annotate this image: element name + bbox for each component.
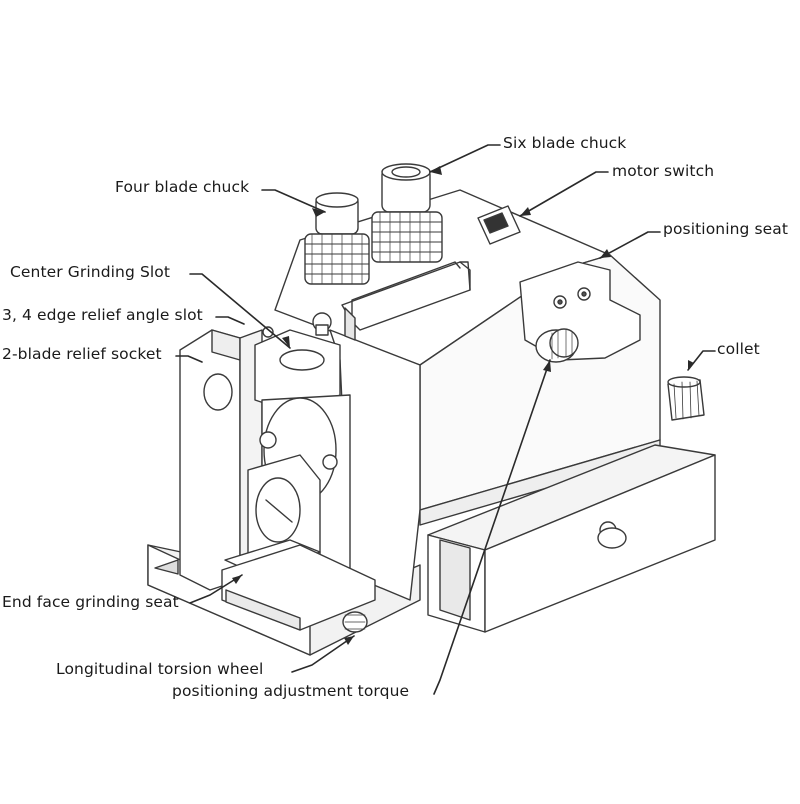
center-grinding-head — [254, 312, 341, 416]
label-six-blade-chuck: Six blade chuck — [503, 134, 627, 152]
drawer-shape — [427, 444, 716, 633]
leader-edge-relief-slot — [215, 316, 245, 325]
leader-positioning-torque — [433, 359, 551, 695]
label-positioning-seat: positioning seat — [663, 220, 789, 238]
label-four-blade-chuck: Four blade chuck — [115, 178, 250, 196]
motor-switch-shape — [477, 205, 521, 245]
four-blade-chuck-shape — [304, 192, 370, 285]
label-longitudinal-torsion-wheel: Longitudinal torsion wheel — [56, 660, 264, 678]
leader-arrowheads — [232, 166, 694, 645]
end-face-seat-shape — [221, 454, 376, 633]
leader-motor-switch — [519, 171, 609, 217]
positioning-seat-shape — [519, 261, 641, 363]
label-collet: collet — [717, 340, 760, 358]
leader-end-face-seat — [189, 574, 243, 604]
leader-two-blade-relief — [175, 355, 203, 363]
leader-six-blade-chuck — [429, 144, 501, 173]
leader-center-grinding-slot — [189, 273, 291, 349]
six-blade-chuck-shape — [371, 163, 443, 263]
leader-torsion-wheel — [291, 635, 355, 673]
carry-handle — [341, 261, 471, 341]
label-motor-switch: motor switch — [612, 162, 715, 180]
collet-shape — [667, 376, 705, 421]
label-edge-relief-angle-slot: 3, 4 edge relief angle slot — [2, 306, 203, 324]
label-two-blade-relief-socket: 2-blade relief socket — [2, 345, 162, 363]
label-end-face-grinding-seat: End face grinding seat — [2, 593, 179, 611]
label-positioning-adjustment-torque: positioning adjustment torque — [172, 682, 410, 700]
leader-collet — [687, 350, 716, 371]
label-center-grinding-slot: Center Grinding Slot — [10, 263, 171, 281]
leader-lines — [175, 144, 716, 695]
leader-four-blade-chuck — [261, 189, 326, 213]
leader-positioning-seat — [599, 231, 661, 259]
